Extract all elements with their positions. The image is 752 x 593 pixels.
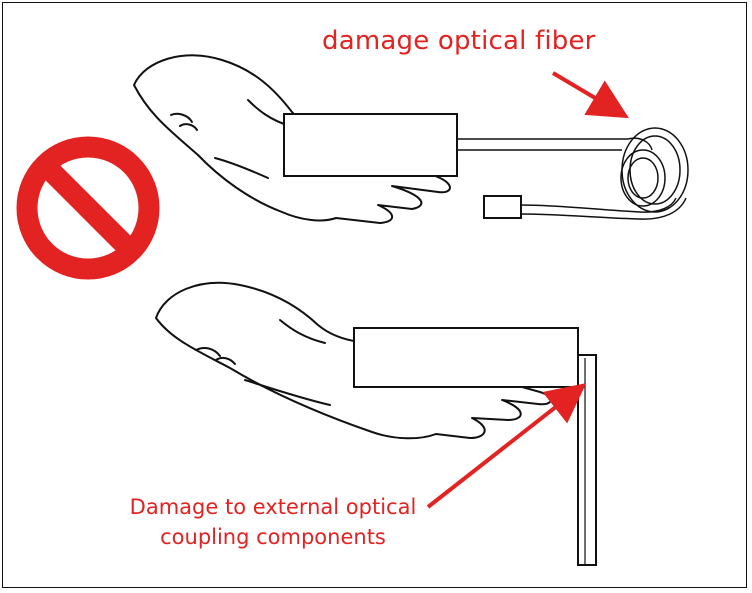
no-entry-sign-icon [16, 136, 160, 280]
fiber-connector [483, 195, 522, 219]
arrow-bottom [426, 383, 587, 509]
hand-palm-icon [155, 281, 552, 440]
label-line-1: Damage to external optical [129, 495, 417, 519]
diagram-frame [2, 2, 747, 588]
optical-fiber [457, 127, 689, 220]
label-damage-optical-fiber: damage optical fiber [322, 26, 596, 56]
label-line-2: coupling components [160, 525, 386, 549]
module-box-top [283, 113, 458, 177]
label-damage-external-coupling: Damage to external optical coupling comp… [108, 492, 438, 552]
module-box-bottom [353, 327, 579, 388]
arrow-top [551, 71, 629, 119]
coupling-component [577, 354, 597, 566]
